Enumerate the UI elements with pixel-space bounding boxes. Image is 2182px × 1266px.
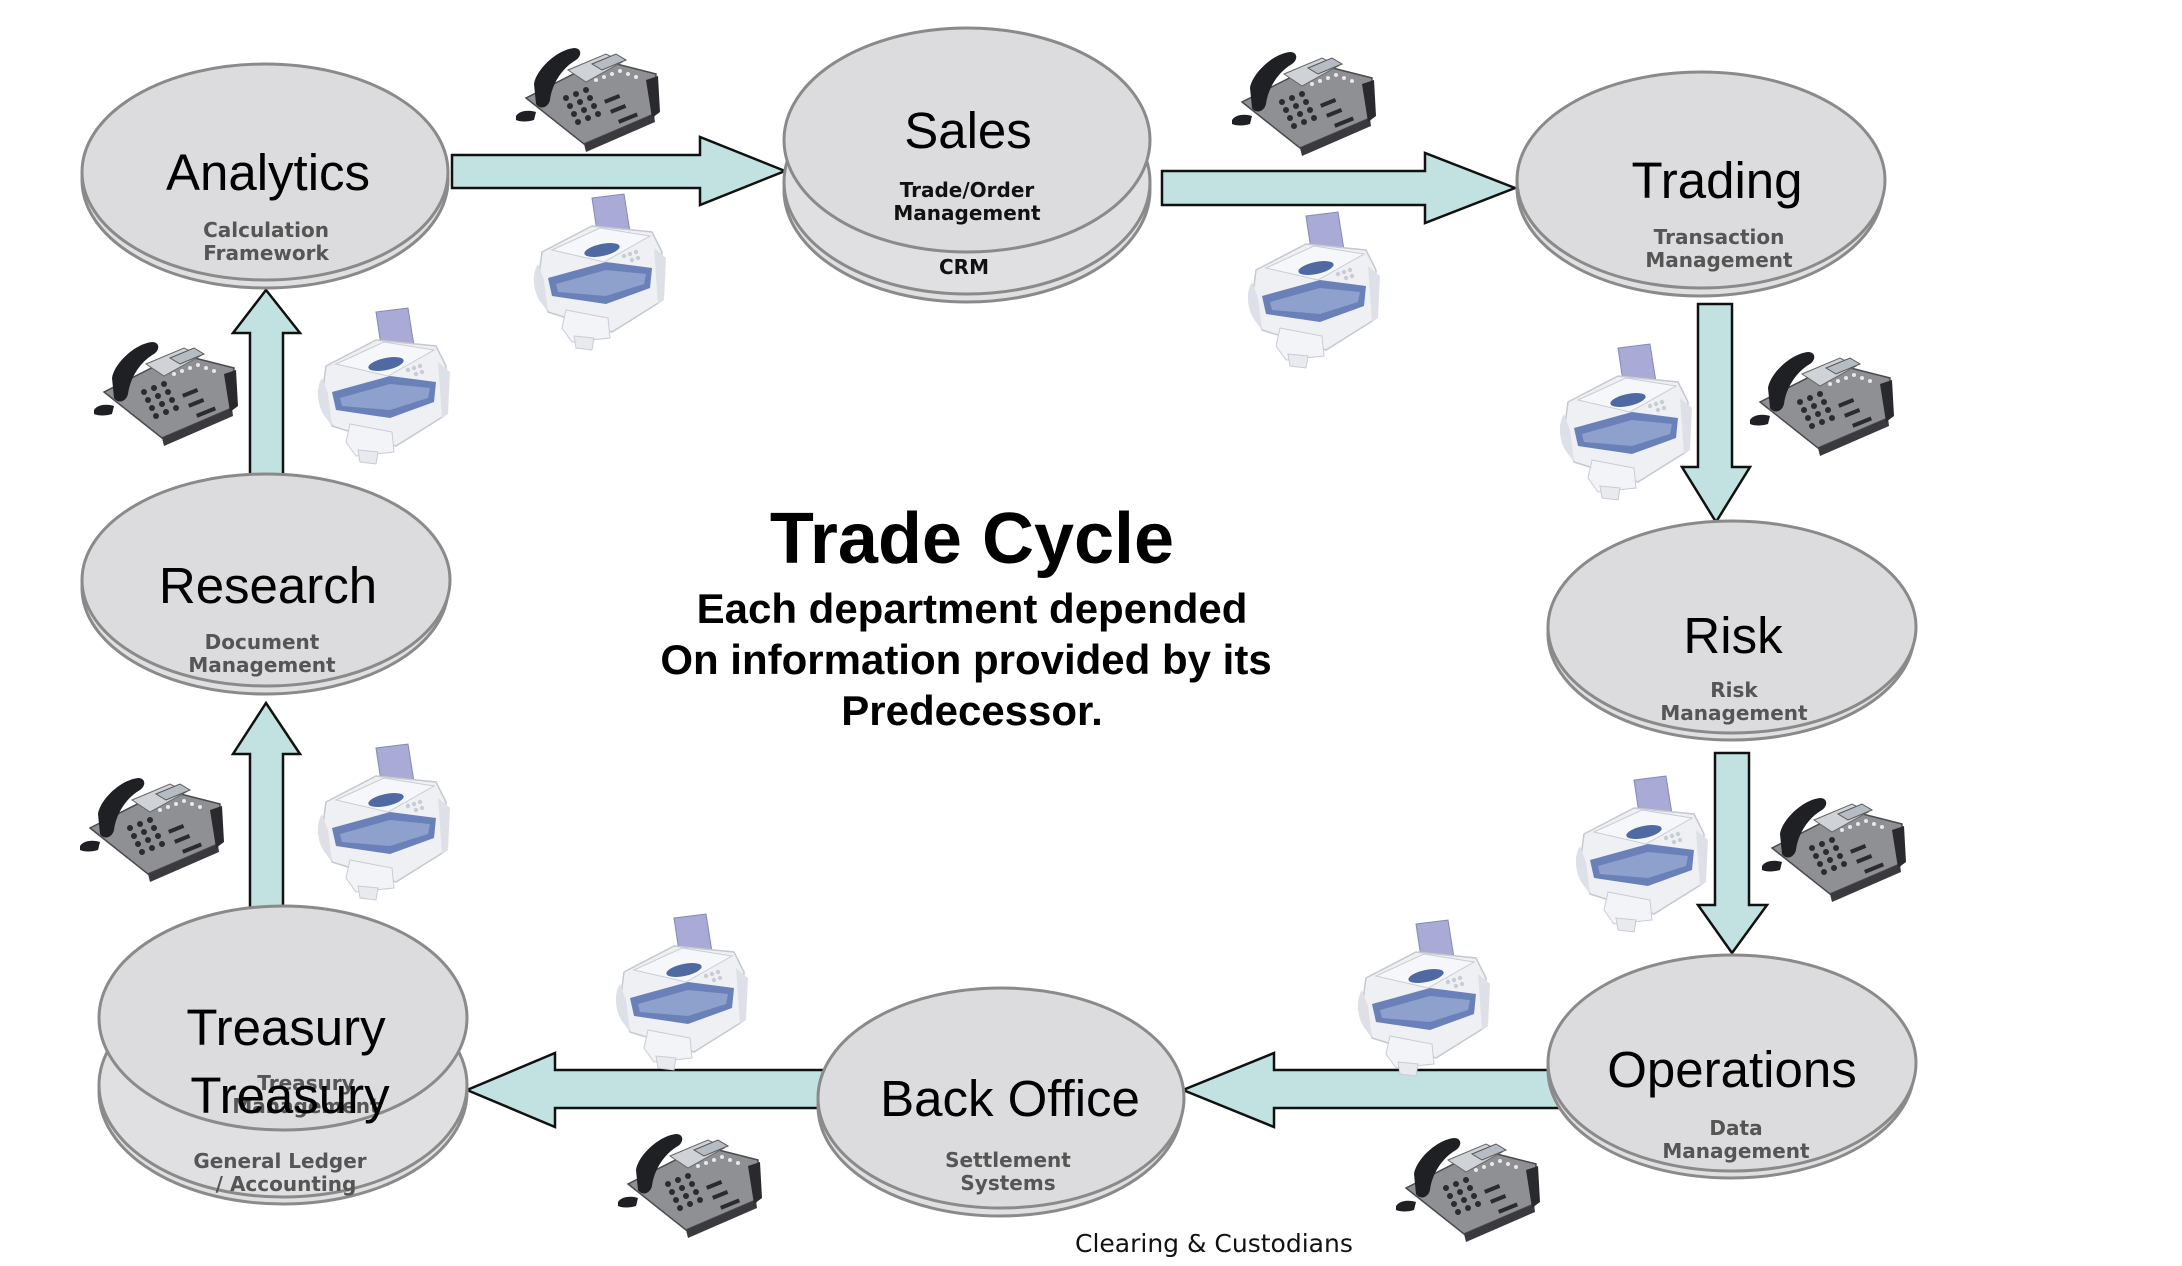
node-research: Research Document Management [80,472,452,696]
node-subtitle: Management [232,1094,380,1118]
node-title: Operations [1607,1041,1856,1098]
node-subtitle: Data [1709,1116,1762,1140]
fax-machine-icon [533,193,667,351]
node-overlay-title: Treasury [190,1067,390,1124]
flow-arrow-trading-to-risk [1679,302,1753,525]
node-subtitle: Management [1662,1139,1810,1163]
diagram-subtitle-line: On information provided by its [660,636,1271,683]
flow-arrow-sales-to-trading [1160,151,1519,225]
desk-phone-icon [515,47,661,153]
node-treasury: Treasury Treasury Management Treasury Ge… [97,904,469,1206]
node-title: Risk [1683,607,1783,664]
node-subtitle: Trade/Order [900,178,1035,202]
node-sales: Sales Trade/Order Management CRM [782,26,1152,304]
node-subtitle: Management [188,653,336,677]
flow-arrow-back-office-to-treasury [463,1051,828,1129]
desk-phone-icon [1749,351,1895,457]
desk-phone-icon [617,1133,763,1239]
node-analytics: Analytics Calculation Framework [80,62,450,290]
node-subtitle: Risk [1710,678,1758,702]
node-back-office: Back Office Settlement Systems [816,986,1186,1218]
node-operations: Operations Data Management [1546,953,1918,1180]
center-text-block: Trade Cycle Each department depended On … [660,499,1271,734]
node-title: Trading [1631,152,1802,209]
node-lower-label: General Ledger [193,1149,366,1173]
diagram-subtitle-line: Predecessor. [841,687,1103,734]
flow-arrow-operations-to-back-office [1179,1051,1570,1129]
desk-phone-icon [1231,51,1377,157]
node-title: Treasury [186,999,386,1056]
flow-arrow-risk-to-operations [1695,751,1770,956]
desk-phone-icon [79,777,225,883]
node-subtitle: Management [1660,701,1808,725]
fax-machine-icon [1559,343,1693,501]
node-risk: Risk Risk Management [1546,519,1918,742]
node-title: Research [159,557,377,614]
node-lower-label: / Accounting [216,1172,357,1196]
clearing-custodians-caption: Clearing & Custodians [1075,1229,1353,1258]
node-subtitle: Management [893,201,1041,225]
diagram-subtitle-line: Each department depended [697,585,1248,632]
diagram-title: Trade Cycle [770,499,1174,579]
node-subtitle: Management [1645,248,1793,272]
node-subtitle: Settlement [945,1148,1071,1172]
node-title: Back Office [880,1070,1140,1127]
node-subtitle: Document [205,630,320,654]
node-subtitle: Transaction [1654,225,1785,249]
node-title: Analytics [166,144,370,201]
fax-machine-icon [1247,211,1381,369]
desk-phone-icon [1761,797,1907,903]
desk-phone-icon [1395,1137,1541,1243]
fax-machine-icon [615,913,749,1071]
node-title: Sales [904,102,1032,159]
flow-arrow-research-to-analytics [230,287,303,478]
node-subtitle: Treasury [257,1071,354,1095]
node-subtitle: Calculation [203,218,329,242]
fax-machine-icon [317,743,451,901]
fax-machine-icon [1357,919,1491,1077]
node-lower-label: CRM [939,255,989,279]
node-trading: Trading Transaction Management [1515,70,1887,298]
node-subtitle: Systems [960,1171,1055,1195]
flow-arrow-treasury-to-research [230,700,303,920]
fax-machine-icon [317,307,451,465]
flow-arrow-analytics-to-sales [450,135,789,207]
node-subtitle: Framework [203,241,329,265]
fax-machine-icon [1575,775,1709,933]
desk-phone-icon [93,341,239,447]
